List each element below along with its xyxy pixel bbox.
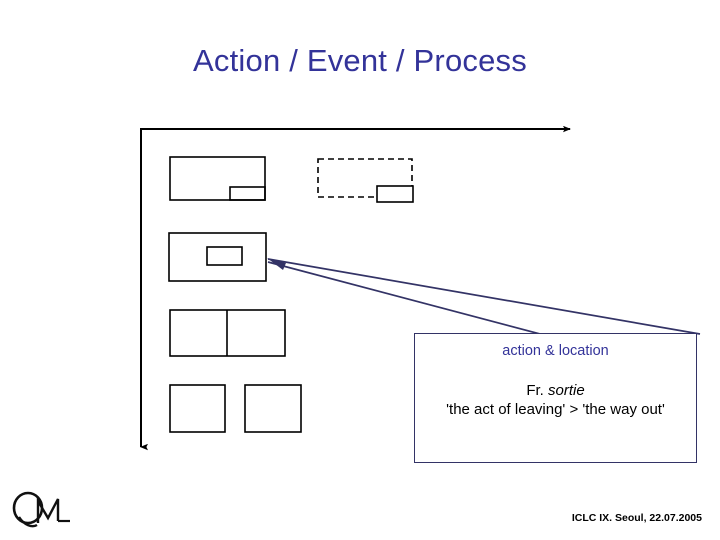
- callout-box: action & location Fr. sortie 'the act of…: [414, 333, 697, 463]
- shape-row3: [169, 309, 286, 357]
- shape-row4: [169, 384, 302, 433]
- callout-gloss: 'the act of leaving' > 'the way out': [446, 401, 665, 419]
- callout-language-line: Fr. sortie: [419, 382, 692, 401]
- callout-heading: action & location: [502, 343, 609, 359]
- qm-logo: [10, 487, 76, 533]
- callout-language-word: sortie: [547, 382, 585, 400]
- page-title: Action / Event / Process: [193, 43, 527, 78]
- footer-credit: ICLC IX. Seoul, 22.07.2005: [571, 512, 702, 524]
- callout-body: Fr. sortie 'the act of leaving' > 'the w…: [415, 382, 696, 420]
- shape-row2: [168, 232, 267, 282]
- shape-row1-left: [169, 156, 266, 201]
- qm-logo-icon: [12, 491, 70, 528]
- callout-language-label: Fr.: [526, 382, 544, 400]
- shape-row1-right: [317, 158, 414, 203]
